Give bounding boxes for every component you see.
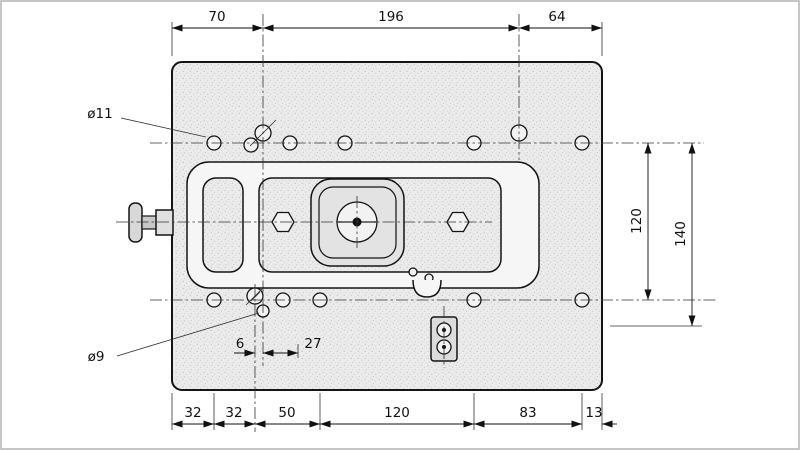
label-dia11: ø11 xyxy=(87,106,112,122)
dim-top-2: 196 xyxy=(378,9,404,25)
dim-detail-6: 6 xyxy=(236,336,245,352)
relief-notch xyxy=(408,267,442,298)
handle xyxy=(128,202,174,243)
dim-top-3: 64 xyxy=(548,9,565,25)
leader-dia11 xyxy=(120,117,207,138)
dim-labels: 70 196 64 32 32 50 120 83 13 120 140 6 2… xyxy=(87,9,689,421)
dim-bottom-3: 50 xyxy=(278,405,295,421)
leader-dia9 xyxy=(116,312,260,357)
dim-right-140: 140 xyxy=(673,221,689,247)
dim-top-1: 70 xyxy=(208,9,225,25)
dimension-lines xyxy=(172,24,696,428)
dim-bottom-5: 83 xyxy=(519,405,536,421)
dim-bottom-1: 32 xyxy=(184,405,201,421)
label-dia9: ø9 xyxy=(88,349,105,365)
center-boss xyxy=(310,178,405,267)
dim-detail-27: 27 xyxy=(304,336,321,352)
dim-bottom-2: 32 xyxy=(225,405,242,421)
dim-bottom-6: 13 xyxy=(585,405,602,421)
lock-plate xyxy=(430,316,458,362)
dim-right-120: 120 xyxy=(629,208,645,234)
dim-bottom-4: 120 xyxy=(384,405,410,421)
leader-lines xyxy=(116,117,260,357)
centerlines xyxy=(116,14,716,432)
